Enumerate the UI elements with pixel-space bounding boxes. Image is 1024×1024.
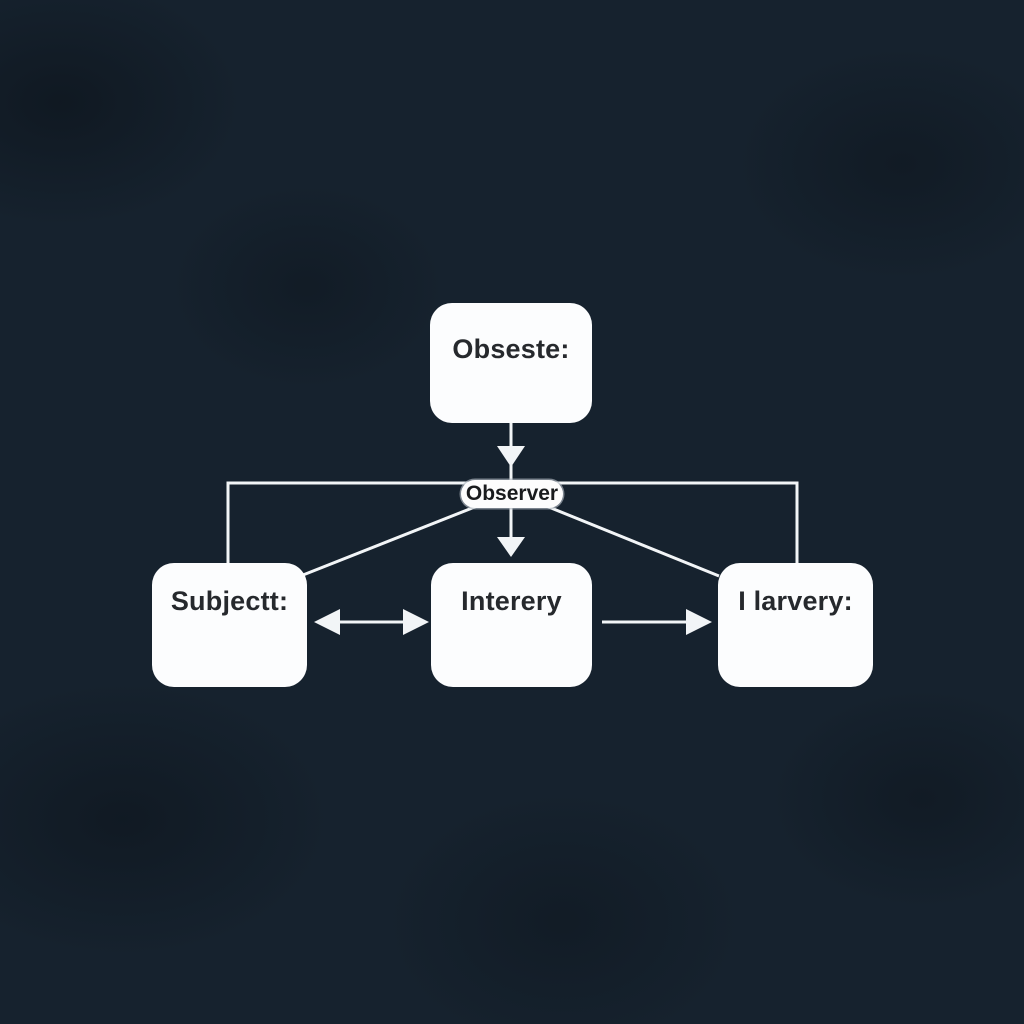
node-interery: Interery: [431, 563, 592, 687]
node-ilarvery-label: I larvery:: [738, 586, 853, 616]
arrowhead-down-observer-icon: [497, 446, 525, 467]
node-subjectt-label: Subjectt:: [170, 586, 289, 616]
node-interery-label: Interery: [461, 586, 562, 616]
node-ilarvery: I larvery:: [718, 563, 873, 687]
node-obseste: Obseste:: [430, 303, 592, 423]
arrowhead-left-icon: [314, 609, 340, 635]
node-observer: Observer: [461, 480, 563, 508]
arrowhead-right-icon: [686, 609, 712, 635]
node-subjectt: Subjectt:: [152, 563, 307, 687]
node-obseste-label: Obseste:: [452, 334, 570, 364]
edge-observer-to-left-diagonal: [302, 495, 501, 577]
arrowhead-right-inner-icon: [403, 609, 429, 635]
edge-observer-to-right-diagonal: [523, 495, 720, 578]
arrowhead-down-middle-icon: [497, 537, 525, 557]
node-observer-label: Observer: [465, 482, 559, 505]
